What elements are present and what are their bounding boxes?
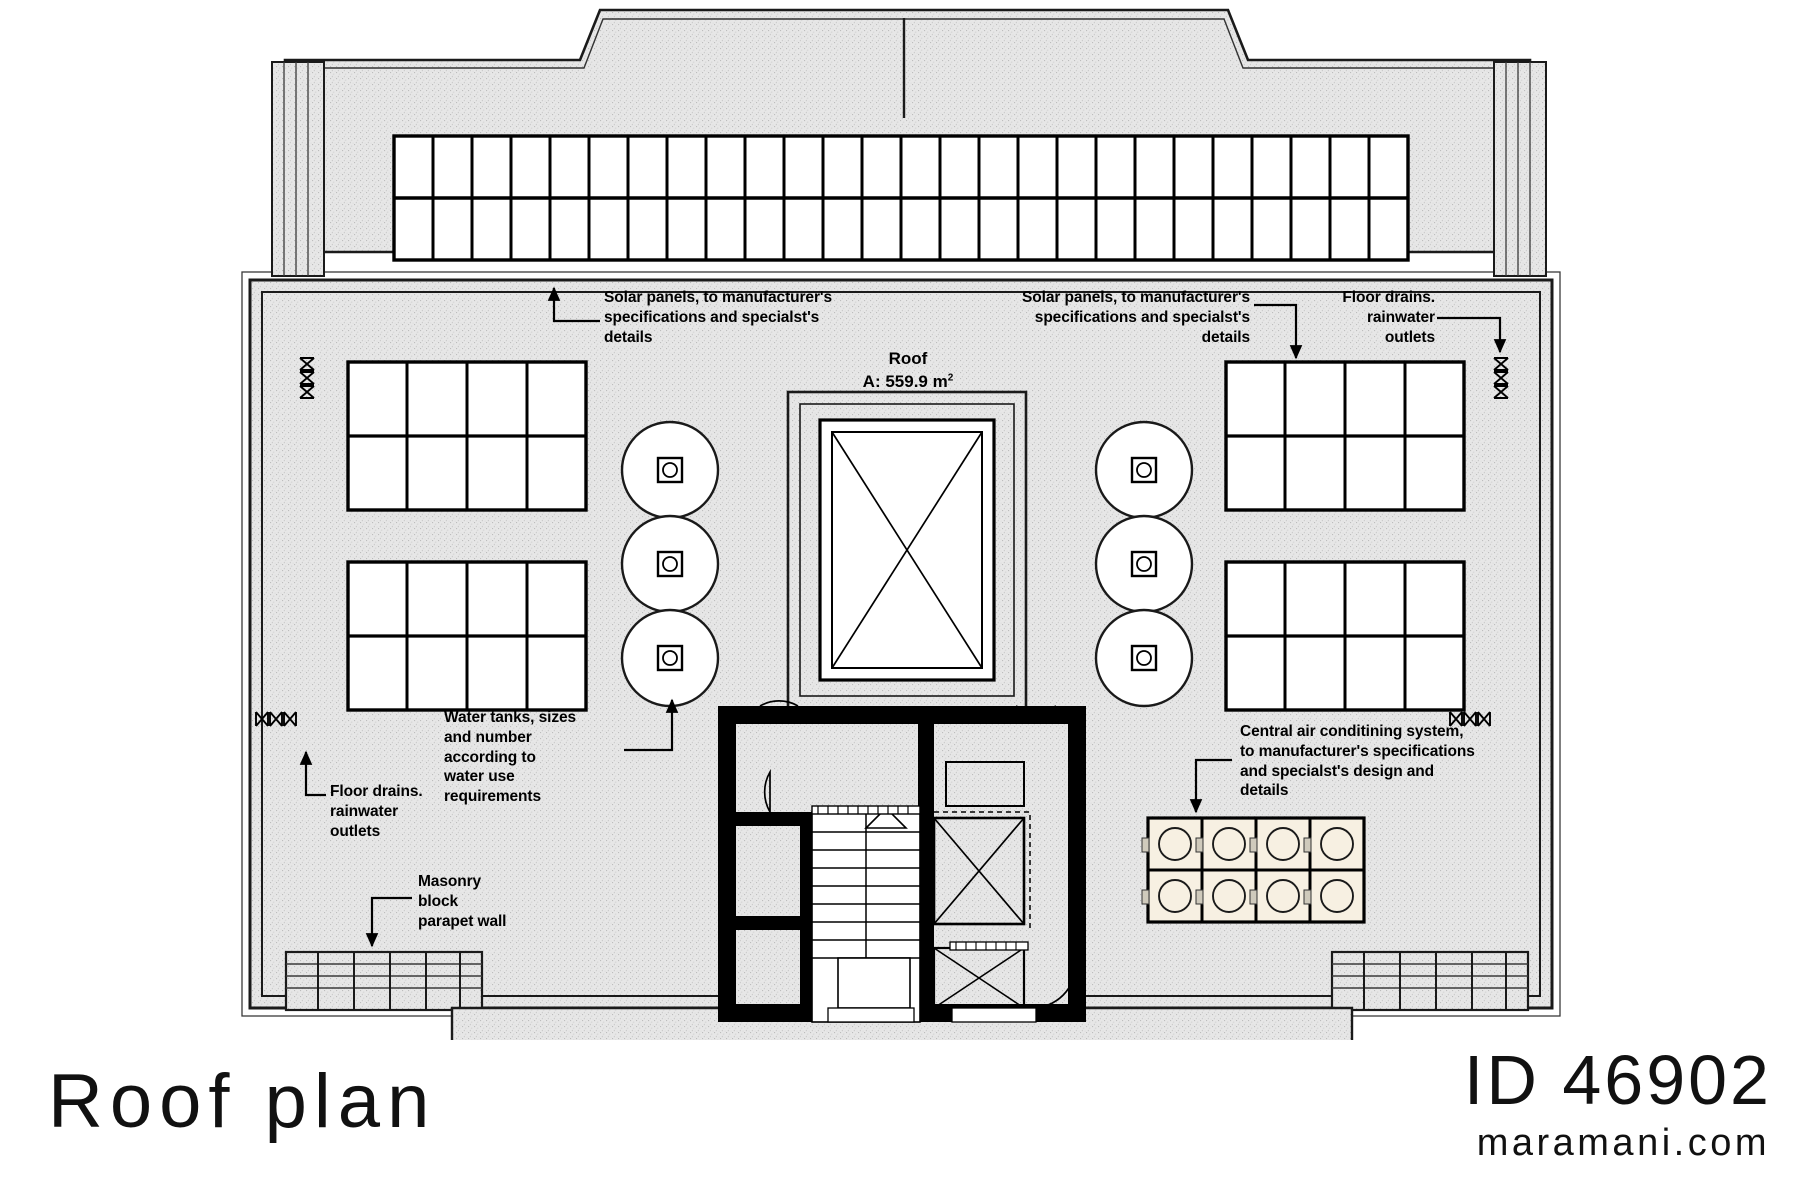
floor-drain-symbol bbox=[1493, 357, 1509, 399]
louvre-strip-lower-right bbox=[1330, 950, 1530, 1012]
leader-central-ac bbox=[1189, 758, 1232, 814]
leader-masonry-parapet bbox=[365, 896, 412, 948]
room-name: Roof bbox=[888, 349, 928, 368]
stair-core[interactable] bbox=[718, 700, 1086, 1023]
louvre-strip-upper-left bbox=[271, 61, 325, 277]
room-label: Roof A: 559.9 m2 bbox=[808, 348, 1008, 394]
solar-panel-array-lower-left[interactable] bbox=[346, 560, 588, 712]
floor-drain-symbol bbox=[255, 711, 297, 727]
annotation-floor-drains-bottom-left: Floor drains. rainwater outlets bbox=[330, 783, 423, 840]
leader-water-tanks bbox=[624, 698, 679, 752]
ac-condenser-array[interactable] bbox=[1141, 816, 1366, 924]
solar-panel-array-upper-left[interactable] bbox=[346, 360, 588, 512]
solar-panel-array-lower-right[interactable] bbox=[1224, 560, 1466, 712]
central-skylight[interactable] bbox=[786, 390, 1028, 710]
annotation-solar-panels-left: Solar panels, to manufacturer's specific… bbox=[604, 289, 832, 346]
leader-solar-right bbox=[1254, 303, 1303, 360]
solar-panel-array-top[interactable] bbox=[392, 134, 1410, 262]
water-tank-group-left[interactable] bbox=[620, 420, 720, 708]
floor-drain-symbol bbox=[299, 357, 315, 399]
solar-panel-array-upper-right[interactable] bbox=[1224, 360, 1466, 512]
annotation-masonry-parapet: Masonry block parapet wall bbox=[418, 873, 507, 930]
room-area: A: 559.9 m2 bbox=[808, 371, 1008, 394]
roof-plan-drawing bbox=[241, 8, 1561, 1040]
annotation-solar-panels-right: Solar panels, to manufacturer's specific… bbox=[1022, 289, 1250, 346]
drawing-id: ID 46902 bbox=[1463, 1041, 1772, 1119]
room-area-prefix: A: bbox=[862, 371, 886, 391]
room-area-exponent: 2 bbox=[947, 372, 954, 384]
annotation-central-ac: Central air conditining system, to manuf… bbox=[1240, 723, 1475, 800]
annotation-floor-drains-top-right: Floor drains. rainwater outlets bbox=[1342, 289, 1435, 346]
water-tank[interactable] bbox=[620, 608, 720, 708]
water-tank[interactable] bbox=[1094, 608, 1194, 708]
water-tank[interactable] bbox=[1094, 514, 1194, 614]
water-tank-group-right[interactable] bbox=[1094, 420, 1194, 708]
service-shaft bbox=[932, 811, 1031, 928]
leader-drain-top-right bbox=[1437, 316, 1507, 354]
room-area-unit: m bbox=[932, 371, 948, 391]
floor-drain-symbol bbox=[1449, 711, 1491, 727]
louvre-strip-upper-right bbox=[1493, 61, 1547, 277]
leader-drain-bottom-left bbox=[299, 750, 326, 797]
water-tank[interactable] bbox=[1094, 420, 1194, 520]
leader-solar-left bbox=[547, 286, 600, 323]
annotation-water-tanks: Water tanks, sizes and number according … bbox=[444, 709, 577, 806]
page-title: Roof plan bbox=[48, 1059, 437, 1144]
water-tank[interactable] bbox=[620, 420, 720, 520]
louvre-strip-lower-left bbox=[284, 950, 484, 1012]
room-area-value: 559.9 bbox=[885, 371, 928, 391]
water-tank[interactable] bbox=[620, 514, 720, 614]
website-label: maramani.com bbox=[1476, 1122, 1770, 1164]
